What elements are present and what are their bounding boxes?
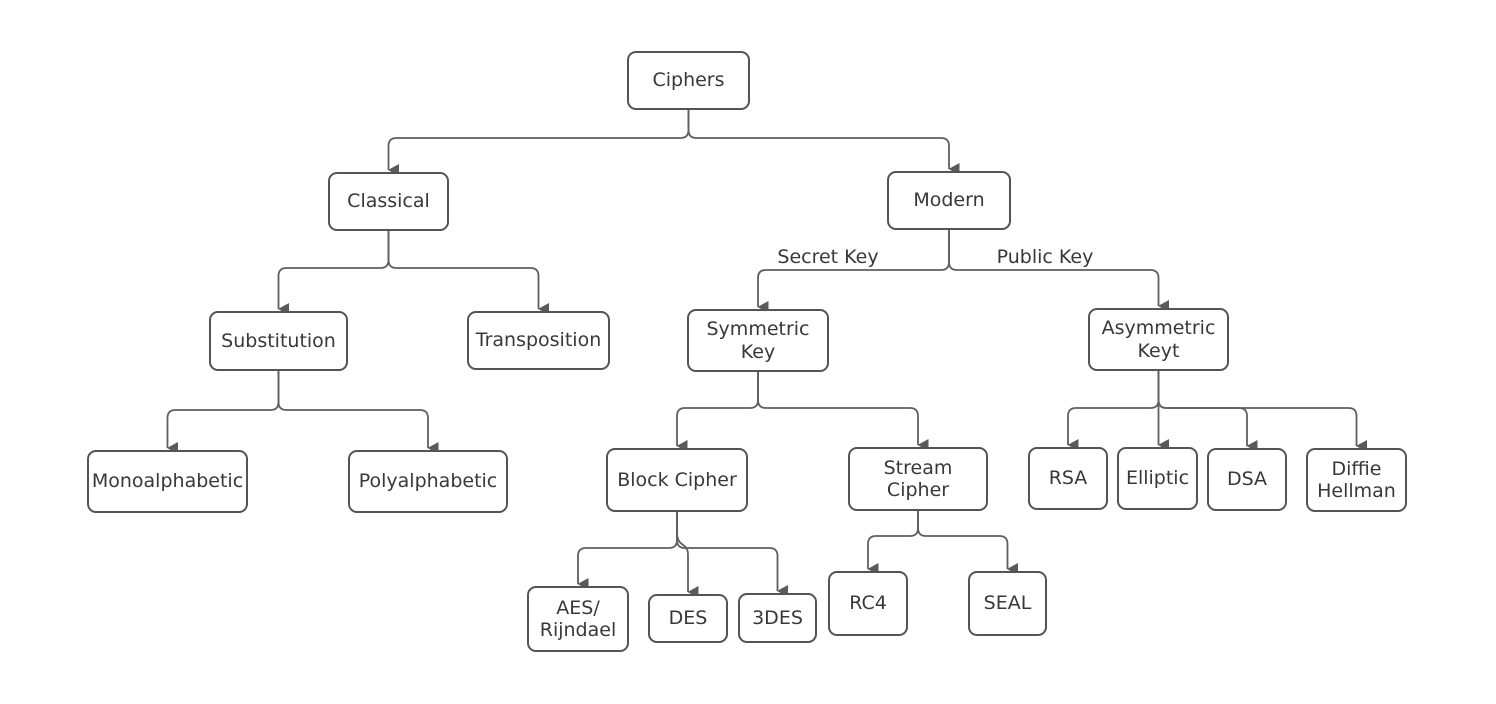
node-rsa: RSA (1028, 447, 1108, 510)
edge-block-aes (577, 512, 678, 590)
node-asymmetric-key: Asymmetric Keyt (1088, 308, 1229, 371)
edge-stream-seal (917, 511, 1018, 575)
node-transposition: Transposition (467, 311, 610, 370)
edge-asymmetric-diffie (1157, 371, 1367, 452)
node-symmetric-key-label: Symmetric Key (706, 318, 810, 363)
node-des-label: DES (668, 607, 708, 630)
edge-ciphers-modern (687, 110, 960, 175)
node-block-cipher-label: Block Cipher (617, 468, 737, 491)
node-aes-rijndael-label: AES/ Rijndael (539, 596, 617, 641)
node-ciphers: Ciphers (627, 51, 750, 110)
node-monoalphabetic: Monoalphabetic (87, 450, 248, 513)
edge-label-public-key: Public Key (996, 246, 1094, 268)
node-transposition-label: Transposition (475, 329, 602, 352)
node-modern-label: Modern (913, 189, 985, 212)
edge-ciphers-classical (387, 110, 690, 176)
edge-stream-rc4 (867, 511, 919, 575)
node-rc4-label: RC4 (849, 592, 887, 615)
edge-classical-substitution (277, 231, 390, 315)
edge-substitution-polyalphabetic (277, 371, 439, 454)
node-classical: Classical (328, 172, 449, 231)
node-symmetric-key: Symmetric Key (687, 309, 829, 372)
node-3des-label: 3DES (752, 606, 803, 629)
node-rsa-label: RSA (1048, 467, 1088, 490)
edge-label-secret-key: Secret Key (777, 246, 879, 268)
node-substitution-label: Substitution (221, 329, 336, 352)
node-diffie-hellman-label: Diffie Hellman (1317, 457, 1396, 502)
node-polyalphabetic-label: Polyalphabetic (358, 470, 498, 493)
node-rc4: RC4 (828, 571, 908, 636)
node-seal-label: SEAL (983, 592, 1032, 615)
edge-symmetric-block-cipher (676, 372, 759, 452)
node-dsa-label: DSA (1226, 468, 1268, 491)
node-substitution: Substitution (209, 311, 348, 371)
edge-substitution-monoalphabetic (166, 371, 280, 454)
node-aes-rijndael: AES/ Rijndael (527, 586, 629, 652)
node-monoalphabetic-label: Monoalphabetic (91, 470, 244, 493)
node-polyalphabetic: Polyalphabetic (348, 450, 508, 513)
edge-modern-symmetric (757, 230, 950, 313)
node-3des: 3DES (738, 593, 817, 643)
edge-modern-asymmetric (948, 230, 1169, 312)
node-modern: Modern (887, 171, 1011, 230)
edge-block-3des (676, 512, 788, 597)
node-diffie-hellman: Diffie Hellman (1306, 448, 1407, 512)
edge-classical-transposition (387, 231, 549, 315)
node-seal: SEAL (968, 571, 1047, 636)
node-ciphers-label: Ciphers (652, 69, 725, 92)
node-elliptic-label: Elliptic (1125, 467, 1190, 490)
node-dsa: DSA (1207, 448, 1287, 511)
node-stream-cipher-label: Stream Cipher (883, 456, 953, 501)
node-block-cipher: Block Cipher (606, 448, 748, 512)
node-stream-cipher: Stream Cipher (848, 447, 988, 511)
node-asymmetric-key-label: Asymmetric Keyt (1101, 317, 1216, 362)
edge-block-des (676, 512, 699, 598)
node-classical-label: Classical (347, 190, 430, 213)
node-elliptic: Elliptic (1117, 447, 1198, 510)
node-des: DES (648, 594, 728, 643)
edge-symmetric-stream-cipher (757, 372, 929, 451)
edge-asymmetric-rsa (1067, 371, 1160, 451)
